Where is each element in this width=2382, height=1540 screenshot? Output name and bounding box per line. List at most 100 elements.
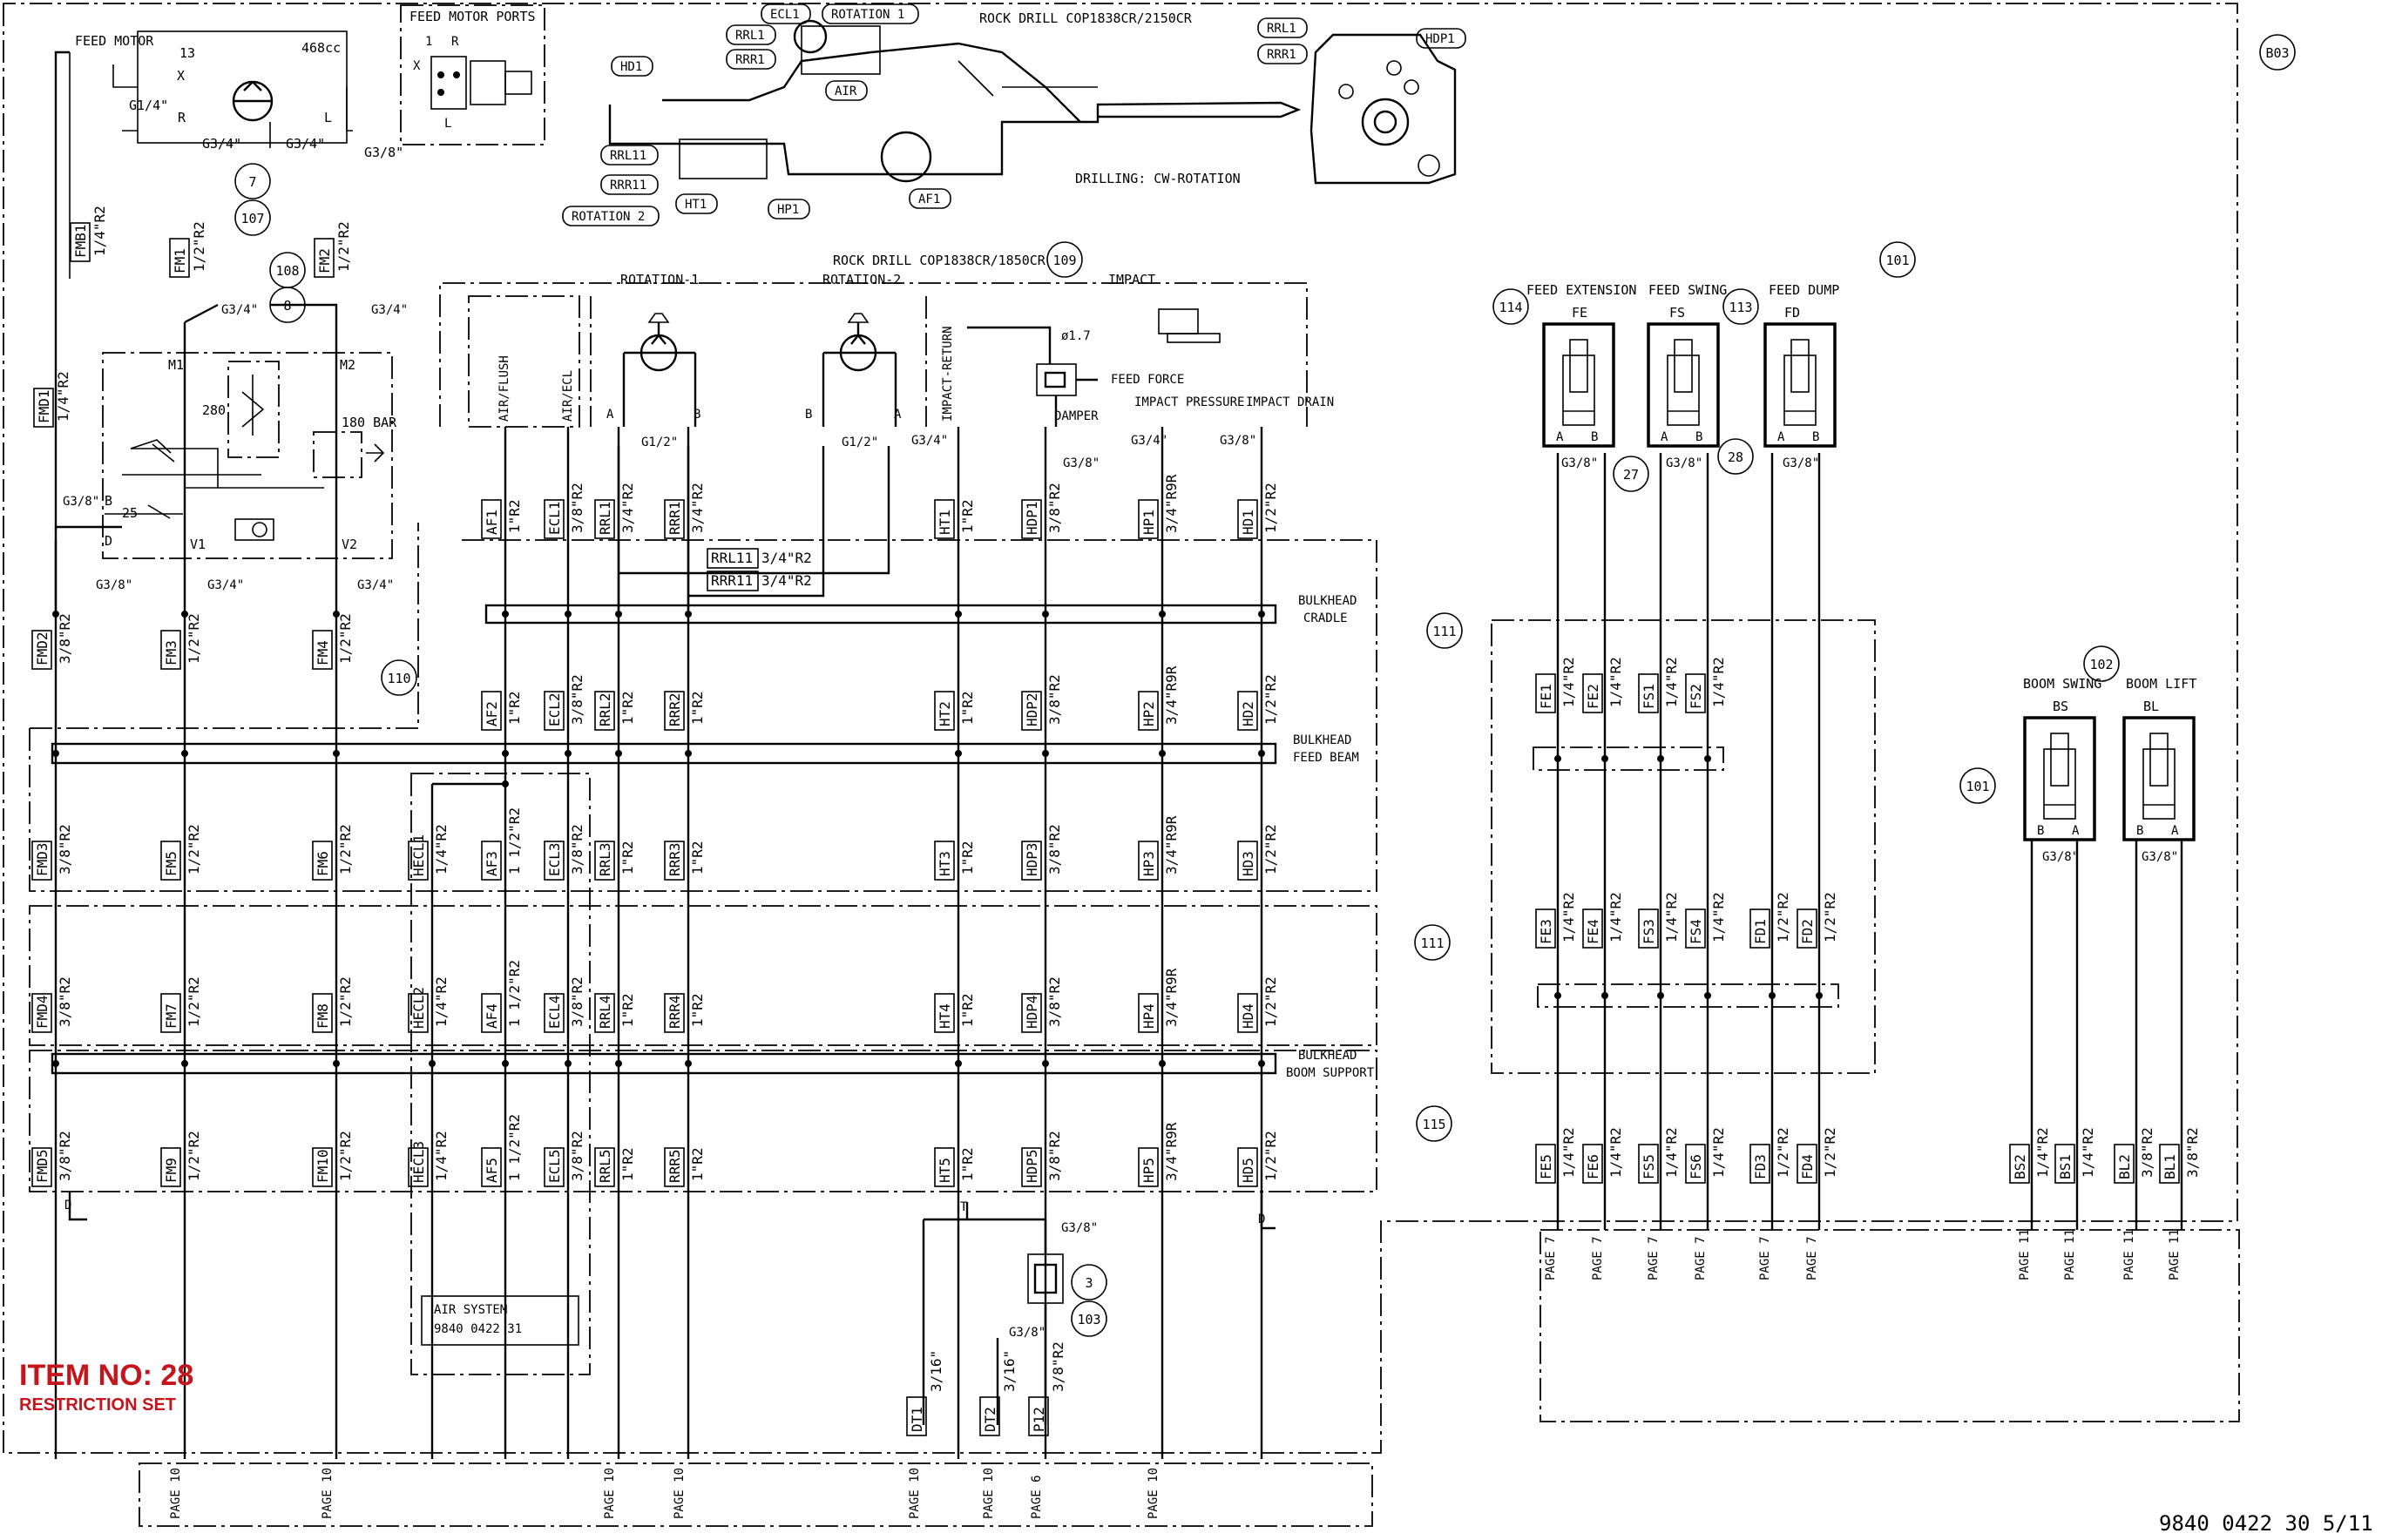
svg-text:RRL1: RRL1 <box>1267 22 1296 36</box>
hose-tag-bs1: BS1 <box>2054 1144 2075 1184</box>
hose-tag-rrl1-text: RRL1 <box>597 501 613 535</box>
hose-tag-fd4-text: FD4 <box>1799 1154 1816 1179</box>
hose-tag-fs3: FS3 <box>1638 908 1659 949</box>
feed-motor-label: FEED MOTOR <box>75 33 154 49</box>
hose-tag-fmd5: FMD5 <box>31 1147 52 1187</box>
hose-size-hdp2: 3/8"R2 <box>1046 674 1063 725</box>
hose-tag-fmb1: FMB1 <box>70 222 91 262</box>
hose-size-hecl2: 1/4"R2 <box>433 976 450 1027</box>
hose-tag-fm8-text: FM8 <box>315 1003 331 1029</box>
feed-motor-pilot-lines <box>54 51 338 531</box>
hose-tag-fe1: FE1 <box>1535 673 1556 713</box>
hose-size-fm4: 1/2"R2 <box>337 613 354 664</box>
svg-text:G3/8": G3/8" <box>1666 456 1702 470</box>
hose-size-fe2: 1/4"R2 <box>1607 657 1624 707</box>
item-number-title: ITEM NO: 28 <box>19 1359 194 1392</box>
hose-tag-fm2: FM2 <box>314 238 335 278</box>
hose-tag-af2-text: AF2 <box>484 701 500 726</box>
drill-tag-rrl11: RRL11 <box>600 145 659 165</box>
hose-size-hdp4: 3/8"R2 <box>1046 976 1063 1027</box>
hose-tag-hecl3: HECL3 <box>408 1141 429 1187</box>
hose-tag-fd3: FD3 <box>1749 1144 1770 1184</box>
right-function-zone <box>1491 619 1876 1074</box>
hose-tag-hecl3-text: HECL3 <box>410 1141 427 1183</box>
hose-size-rrr5: 1"R2 <box>689 1147 706 1181</box>
hose-tag-ht3-text: HT3 <box>937 851 953 876</box>
hose-tag-fs3-text: FS3 <box>1641 919 1657 944</box>
svg-text:D: D <box>64 1199 71 1212</box>
hose-tag-rrl3-text: RRL3 <box>597 842 613 876</box>
hose-size-ecl4: 3/8"R2 <box>569 976 585 1027</box>
hose-tag-ht5: HT5 <box>934 1147 955 1187</box>
hose-size-rrl3: 1"R2 <box>619 841 636 875</box>
feed-motor-ports-icon: X 1 R L <box>413 35 532 131</box>
hose-size-fe1: 1/4"R2 <box>1560 657 1577 707</box>
hose-tag-rrl2: RRL2 <box>594 691 615 731</box>
hose-size-dt2: 3/16" <box>1001 1350 1018 1392</box>
balloon-109: 109 <box>1046 241 1083 278</box>
hose-tag-ht4: HT4 <box>934 993 955 1033</box>
hose-tag-fd2: FD2 <box>1797 908 1817 949</box>
svg-text:A: A <box>894 408 902 422</box>
svg-text:A: A <box>1556 430 1564 444</box>
bulkhead-boom-support <box>51 1052 1277 1075</box>
hose-tag-af5-text: AF5 <box>484 1158 500 1183</box>
svg-text:A: A <box>1661 430 1668 444</box>
rock-drill-manifold-box <box>439 282 1308 427</box>
hose-tag-bl1-text: BL1 <box>2162 1154 2178 1179</box>
svg-text:G3/4": G3/4" <box>371 303 408 317</box>
feed-beam-zone <box>29 523 462 892</box>
hose-tag-hdp2: HDP2 <box>1021 691 1042 731</box>
svg-text:107: 107 <box>240 211 264 226</box>
balloon-101: 101 <box>1959 767 1996 804</box>
hose-tag-hdp3: HDP3 <box>1021 841 1042 881</box>
hose-tag-dt1-text: DT1 <box>909 1407 925 1432</box>
hose-size-af5: 1 1/2"R2 <box>506 1114 523 1181</box>
hose-tag-hdp4: HDP4 <box>1021 993 1042 1033</box>
hose-tag-af3: AF3 <box>481 841 502 881</box>
hose-tag-ecl3: ECL3 <box>544 841 565 881</box>
hose-tag-rrr4-text: RRR4 <box>667 995 683 1029</box>
svg-text:103: 103 <box>1077 1312 1100 1327</box>
balloon-111: 111 <box>1426 612 1463 649</box>
hose-tag-fs5: FS5 <box>1638 1144 1659 1184</box>
hose-tag-bl2: BL2 <box>2114 1144 2135 1184</box>
hose-tag-bs2-text: BS2 <box>2012 1154 2028 1179</box>
svg-text:B: B <box>1591 430 1598 444</box>
hose-size-hp1: 3/4"R9R <box>1163 474 1180 533</box>
hose-tag-fm5: FM5 <box>160 841 181 881</box>
balloon-114: 114 <box>1492 288 1529 325</box>
hose-tag-hdp3-text: HDP3 <box>1024 842 1040 876</box>
hose-tag-hp2: HP2 <box>1138 691 1159 731</box>
svg-text:FEED FORCE: FEED FORCE <box>1111 373 1184 387</box>
boom-support-zone <box>29 905 1377 1046</box>
svg-text:RRL1: RRL1 <box>735 29 765 43</box>
svg-text:G3/8": G3/8" <box>364 145 403 160</box>
hose-tag-ht1: HT1 <box>934 499 955 539</box>
hose-tag-hp5-text: HP5 <box>1140 1158 1157 1183</box>
svg-text:G3/8": G3/8" <box>2142 850 2178 864</box>
feed-motor-ports-label: FEED MOTOR PORTS <box>409 9 536 24</box>
hose-size-ht5: 1"R2 <box>959 1147 976 1181</box>
hose-tag-rrr2-text: RRR2 <box>667 692 683 726</box>
hose-size-hdp1: 3/8"R2 <box>1046 483 1063 533</box>
item-subtitle: RESTRICTION SET <box>19 1395 177 1415</box>
hose-size-hd3: 1/2"R2 <box>1262 824 1279 875</box>
svg-text:FD: FD <box>1784 305 1800 321</box>
svg-text:1: 1 <box>425 35 432 49</box>
svg-text:3/4"R2: 3/4"R2 <box>761 550 812 566</box>
hose-size-fs4: 1/4"R2 <box>1710 892 1727 942</box>
svg-text:X: X <box>413 59 421 73</box>
hose-tag-hp1-text: HP1 <box>1140 510 1157 535</box>
svg-text:DAMPER: DAMPER <box>1054 409 1099 423</box>
cradle-zone <box>462 539 1377 892</box>
svg-text:L: L <box>444 117 451 131</box>
svg-text:AIR/FLUSH: AIR/FLUSH <box>497 355 511 422</box>
hose-size-fm2: 1/2"R2 <box>335 221 352 272</box>
svg-text:111: 111 <box>1420 935 1444 951</box>
svg-text:RRR11: RRR11 <box>610 179 646 192</box>
drill-tag-rrr1: RRR1 <box>726 49 776 70</box>
